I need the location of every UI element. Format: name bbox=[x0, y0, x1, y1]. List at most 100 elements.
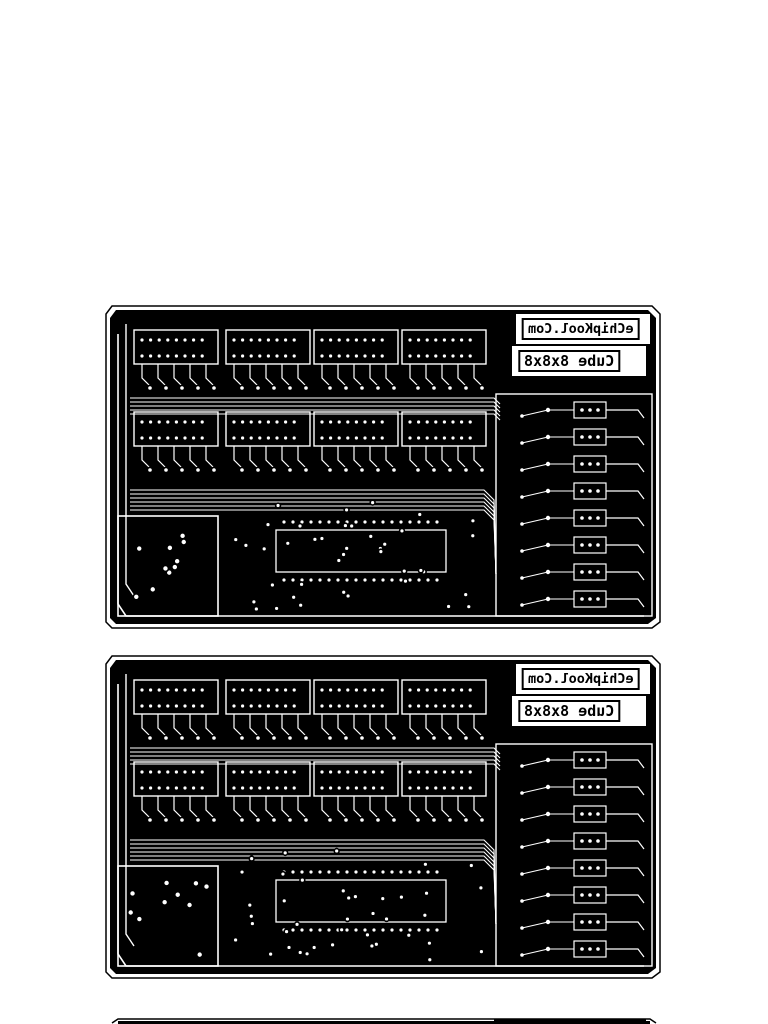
pad bbox=[458, 418, 465, 426]
pad bbox=[397, 868, 405, 876]
pad bbox=[232, 536, 239, 543]
trace bbox=[385, 446, 395, 469]
trace bbox=[297, 796, 307, 819]
pad bbox=[248, 768, 255, 776]
pad bbox=[264, 521, 272, 528]
pad bbox=[192, 879, 200, 888]
pad bbox=[424, 768, 431, 776]
trace bbox=[441, 446, 451, 469]
ic-outline bbox=[225, 411, 311, 447]
pad bbox=[155, 686, 163, 694]
pad bbox=[586, 891, 594, 899]
pad bbox=[190, 702, 197, 710]
pad bbox=[155, 352, 163, 360]
pad bbox=[353, 418, 360, 426]
pad bbox=[478, 466, 486, 474]
pad bbox=[462, 591, 469, 598]
ic-outline bbox=[133, 411, 219, 447]
pad bbox=[238, 868, 246, 876]
pad bbox=[578, 837, 586, 845]
pad bbox=[181, 702, 189, 710]
pad bbox=[379, 784, 386, 792]
trace bbox=[521, 759, 574, 767]
pad bbox=[594, 864, 602, 872]
trace bbox=[369, 446, 379, 469]
pad bbox=[147, 784, 154, 792]
pad bbox=[390, 384, 398, 392]
pad bbox=[155, 434, 163, 442]
pad bbox=[310, 944, 318, 951]
pad bbox=[415, 702, 422, 710]
pcb-board-3-partial bbox=[104, 1018, 664, 1024]
trace bbox=[130, 859, 497, 925]
pad bbox=[390, 466, 398, 474]
pad bbox=[178, 384, 186, 392]
pad bbox=[173, 352, 180, 360]
trace bbox=[173, 446, 183, 469]
pcb-traces-1 bbox=[105, 305, 661, 629]
pad bbox=[432, 686, 439, 694]
pad bbox=[361, 868, 369, 876]
pad bbox=[194, 734, 202, 742]
trace bbox=[606, 948, 645, 958]
trace bbox=[369, 364, 379, 387]
pad bbox=[239, 418, 246, 426]
trace bbox=[130, 509, 497, 575]
pad bbox=[326, 466, 334, 474]
pad bbox=[336, 418, 343, 426]
pad bbox=[173, 686, 180, 694]
pad bbox=[307, 576, 315, 584]
pad bbox=[421, 912, 429, 919]
pad bbox=[586, 406, 594, 414]
pad bbox=[358, 734, 366, 742]
ic-outline bbox=[313, 411, 399, 447]
pad bbox=[238, 734, 246, 742]
pad bbox=[370, 518, 378, 526]
pad bbox=[318, 702, 326, 710]
pad bbox=[318, 784, 326, 792]
pad bbox=[291, 768, 298, 776]
pad bbox=[230, 702, 238, 710]
pad bbox=[333, 847, 340, 855]
pad bbox=[414, 734, 422, 742]
pcb-board-1: eChipKool.Com Cube 8x8x8 bbox=[104, 304, 664, 630]
trace bbox=[606, 517, 645, 527]
pad bbox=[162, 384, 170, 392]
pad bbox=[432, 336, 439, 344]
pad bbox=[415, 336, 422, 344]
pad bbox=[194, 816, 202, 824]
pad bbox=[155, 768, 163, 776]
pad bbox=[327, 434, 334, 442]
pad bbox=[353, 686, 360, 694]
pad bbox=[468, 862, 475, 869]
pad bbox=[446, 816, 454, 824]
pad bbox=[379, 576, 387, 584]
pad bbox=[449, 784, 457, 792]
trace bbox=[337, 714, 347, 737]
trace bbox=[606, 463, 645, 473]
pad bbox=[273, 605, 280, 612]
pad bbox=[230, 336, 238, 344]
pad bbox=[594, 918, 602, 926]
pad bbox=[416, 511, 423, 518]
ic-outline bbox=[225, 329, 311, 365]
pad bbox=[307, 926, 315, 934]
pad bbox=[239, 702, 246, 710]
pad bbox=[422, 861, 429, 868]
pad bbox=[302, 734, 310, 742]
pad bbox=[148, 585, 157, 594]
pad bbox=[432, 434, 439, 442]
pad bbox=[178, 466, 186, 474]
pad bbox=[291, 336, 298, 344]
trace bbox=[205, 714, 215, 737]
pad bbox=[578, 783, 586, 791]
pad bbox=[361, 576, 369, 584]
model-label: Cube 8x8x8 bbox=[518, 700, 621, 722]
pad bbox=[273, 784, 281, 792]
driver-region bbox=[495, 743, 653, 967]
site-label: eChipKool.Com bbox=[522, 668, 640, 690]
pad bbox=[230, 784, 238, 792]
pad bbox=[181, 434, 189, 442]
pad bbox=[256, 352, 264, 360]
pad bbox=[270, 466, 278, 474]
